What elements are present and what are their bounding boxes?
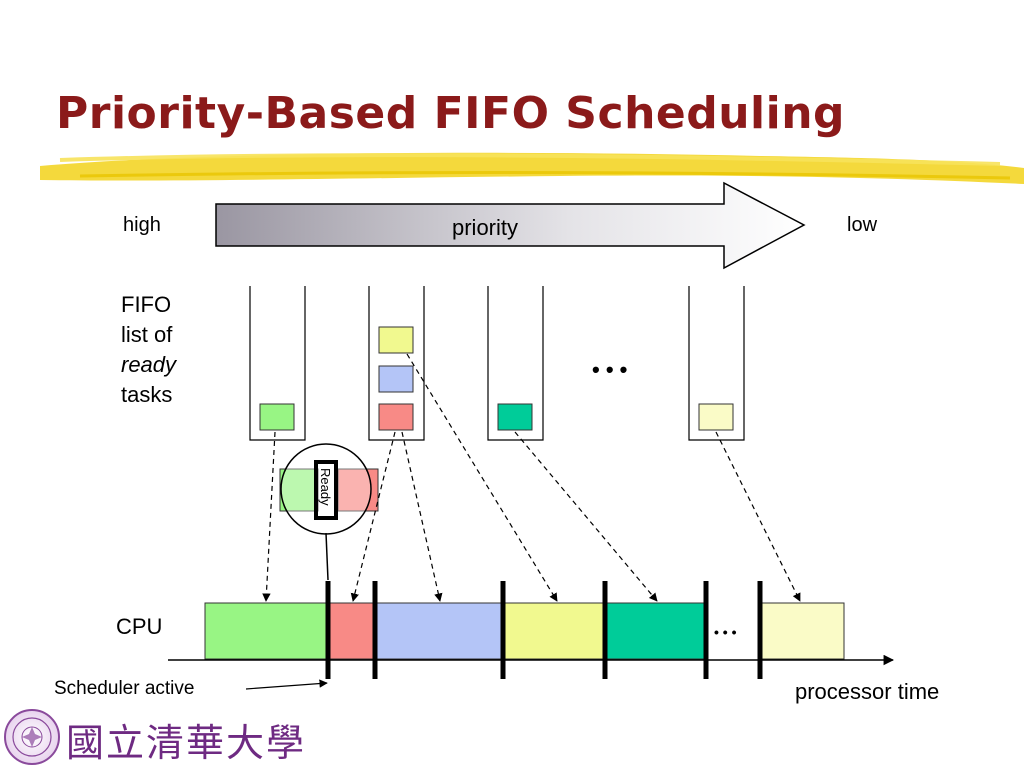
- cpu-segment-blue: [374, 602, 504, 660]
- task-q1-green: [259, 403, 295, 431]
- priority-arrow: [215, 181, 806, 270]
- fifo-label-line-1: FIFO: [121, 292, 172, 317]
- priority-arrow-label: priority: [452, 215, 519, 240]
- task-q2-yellow: [378, 326, 414, 354]
- slide-title: Priority-Based FIFO Scheduling: [56, 88, 846, 139]
- cpu-segment-yellow: [502, 602, 606, 660]
- fifo-queue-2: [368, 286, 425, 441]
- cpu-segment-pale-yellow: [761, 602, 845, 660]
- task-q2-red: [378, 403, 414, 431]
- fifo-list-label: FIFO list of ready tasks: [121, 290, 176, 410]
- fifo-queue-4: [688, 286, 745, 441]
- scheduler-pointer: [245, 679, 328, 690]
- task-q2-blue: [378, 365, 414, 393]
- ready-transition: Ready: [279, 443, 379, 581]
- title-highlighter: [40, 152, 1024, 184]
- ready-tag: Ready: [318, 468, 333, 506]
- cpu-label: CPU: [116, 614, 163, 639]
- university-name-logo: 國立清華大學: [66, 721, 307, 765]
- priority-low-label: low: [847, 214, 878, 236]
- fifo-queue-3: [487, 286, 544, 441]
- task-q3-teal: [497, 403, 533, 431]
- university-seal-logo: [4, 709, 60, 765]
- processor-time-label: processor time: [795, 679, 940, 704]
- fifo-label-line-3: ready: [121, 352, 177, 377]
- cpu-ellipsis: • • •: [714, 624, 737, 640]
- fifo-label-line-2: list of: [121, 322, 173, 347]
- scheduler-active-label: Scheduler active: [54, 678, 195, 699]
- scheduler-active-bars: [325, 581, 763, 679]
- cpu-segment-red: [327, 602, 376, 660]
- task-q4-pale-yellow: [698, 403, 734, 431]
- cpu-segment-green: [204, 602, 329, 660]
- cpu-segment-teal: [604, 602, 707, 660]
- priority-high-label: high: [123, 214, 161, 236]
- dispatch-arrows: [262, 353, 801, 602]
- fifo-queue-1: [249, 286, 306, 441]
- queues-ellipsis: • • •: [592, 357, 627, 382]
- fifo-label-line-4: tasks: [121, 382, 173, 407]
